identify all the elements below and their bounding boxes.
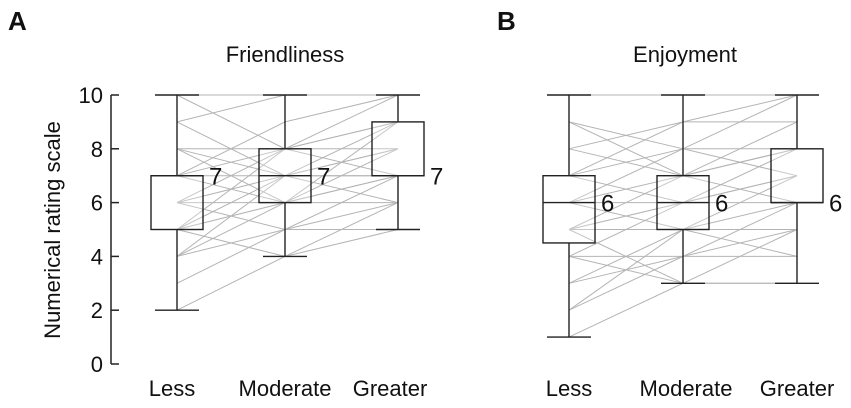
box [770,148,824,204]
panel-letter: B [497,6,516,36]
y-tick-label: 10 [79,83,103,108]
y-axis-label: Numerical rating scale [40,121,65,339]
x-tick-label: Moderate [640,376,733,401]
box-plots: 6 6 6 [542,94,842,338]
x-tick-labels: Less Moderate Greater [546,376,835,401]
median-label: 7 [209,164,222,191]
box [371,121,425,177]
x-tick-labels: Less Moderate Greater [149,376,428,401]
y-tick-label: 6 [91,191,103,216]
x-tick-label: Moderate [239,376,332,401]
median-label: 6 [829,191,842,218]
median-label: 7 [430,164,443,191]
panel-a: A Friendliness Numerical rating scale 0 2… [8,6,443,401]
median-label: 6 [601,191,614,218]
x-tick-label: Greater [760,376,835,401]
x-tick-label: Greater [353,376,428,401]
paired-line [176,94,398,123]
median-label: 7 [317,164,330,191]
y-tick-label: 0 [91,352,103,377]
paired-lines [568,94,798,338]
chart-title: Friendliness [226,42,345,67]
y-tick-label: 4 [91,244,103,269]
x-tick-label: Less [149,376,195,401]
paired-line [568,282,797,338]
box [542,174,596,244]
box-plots: 7 7 7 [150,94,443,311]
median-label: 6 [715,191,728,218]
y-tick-label: 2 [91,298,103,323]
box [150,174,204,231]
paired-line [176,202,399,284]
y-tick-label: 8 [91,137,103,162]
chart-title: Enjoyment [633,42,737,67]
paired-line [176,202,398,230]
y-axis: 0 2 4 6 8 10 [79,83,119,377]
panel-b: B Enjoyment 6 6 6 Less Moderate Greater [497,6,842,401]
paired-line [176,229,399,311]
panel-letter: A [8,6,27,36]
x-tick-label: Less [546,376,592,401]
